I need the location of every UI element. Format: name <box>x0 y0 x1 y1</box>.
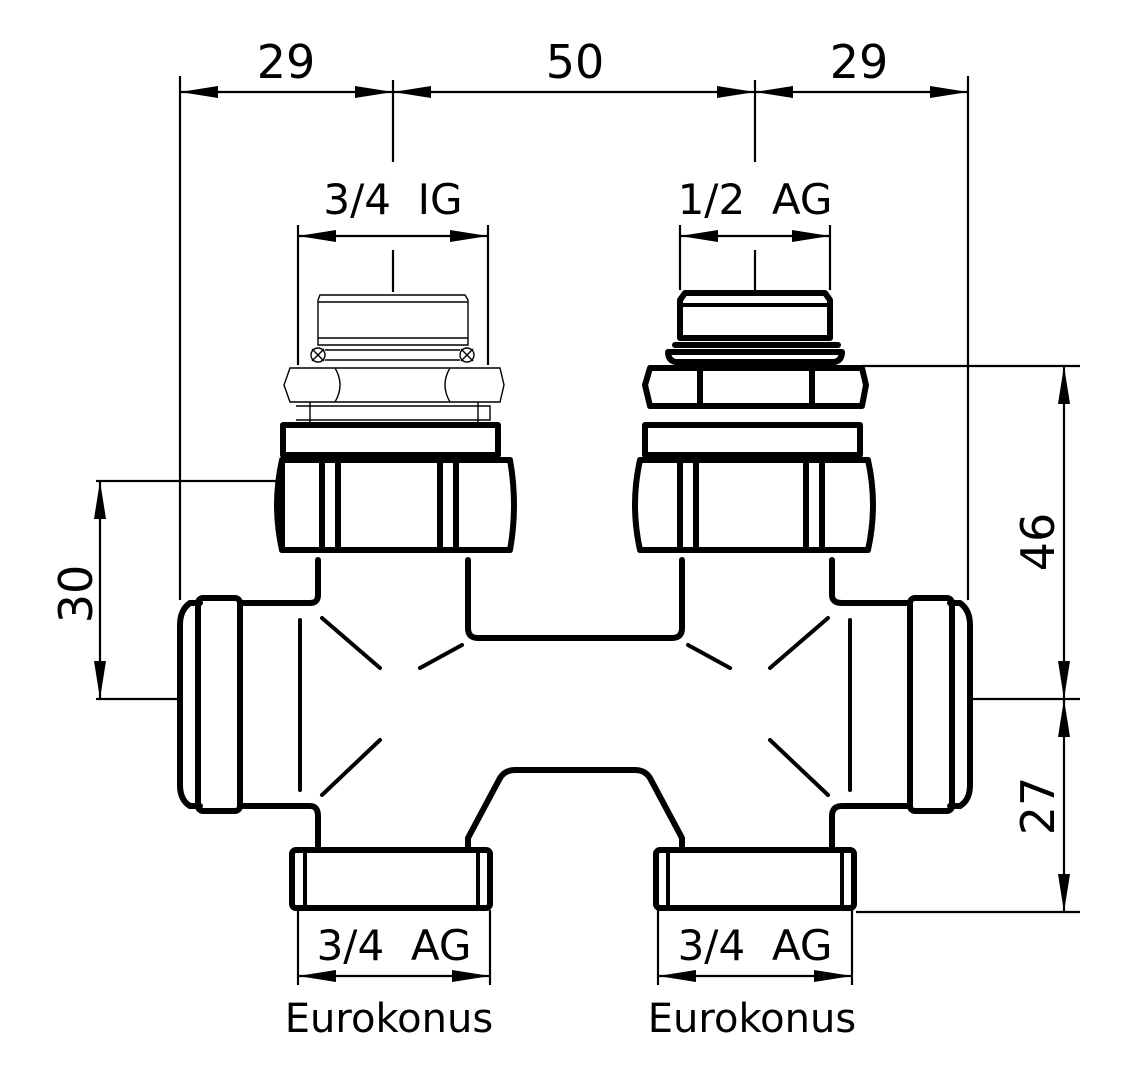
dim-top-middle: 50 <box>546 35 605 89</box>
valve-body <box>237 557 913 851</box>
top-right-fitting <box>632 290 876 553</box>
eurokonus-label-left: Eurokonus <box>285 996 493 1042</box>
valve-body-outline <box>237 557 913 851</box>
top-right-thread-dimension-line <box>680 230 830 242</box>
top-left-thread-dimension-line <box>298 230 488 242</box>
thread-label-top-left: 3/4 IG <box>323 175 462 224</box>
bottom-right-connection <box>653 847 857 911</box>
dim-top-left: 29 <box>257 35 316 89</box>
right-cap <box>907 595 973 814</box>
bottom-right-thread-dimension-line <box>658 970 852 982</box>
left-dimension-line <box>94 481 106 699</box>
bottom-left-connection <box>289 847 493 911</box>
thread-label-bottom-right: 3/4 AG <box>678 921 833 970</box>
top-left-adapter <box>283 294 505 422</box>
extension-lines <box>96 76 1080 985</box>
flow-channels <box>320 616 830 797</box>
dim-top-right: 29 <box>830 35 889 89</box>
thread-label-top-right: 1/2 AG <box>678 175 833 224</box>
dim-right-lower-height: 27 <box>1011 777 1065 836</box>
top-left-fitting <box>274 294 517 553</box>
bottom-left-thread-dimension-line <box>298 970 490 982</box>
left-cap <box>177 595 243 814</box>
dim-right-upper-height: 46 <box>1011 513 1065 572</box>
right-dimension-line <box>1058 366 1070 912</box>
thread-label-bottom-left: 3/4 AG <box>317 921 472 970</box>
top-dimension-line <box>180 86 968 98</box>
dim-left-height: 30 <box>49 565 103 624</box>
eurokonus-label-right: Eurokonus <box>648 996 856 1042</box>
